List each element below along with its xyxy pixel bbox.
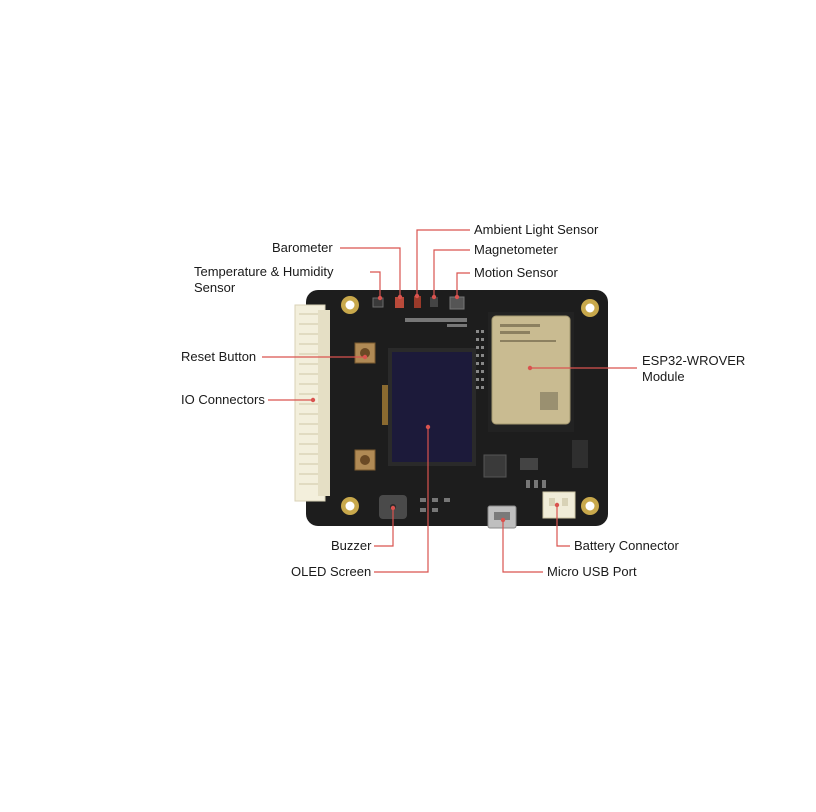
label-micro-usb-port: Micro USB Port bbox=[547, 564, 637, 579]
label-esp32-wrover: ESP32-WROVER Module bbox=[642, 353, 745, 385]
esp-header-pin bbox=[481, 346, 484, 349]
esp-header-pin bbox=[476, 370, 479, 373]
label-reset-button: Reset Button bbox=[181, 349, 257, 364]
label-io-connectors: IO Connectors bbox=[181, 392, 265, 407]
leader-motion bbox=[456, 272, 470, 297]
label-esp32-line1: ESP32-WROVER bbox=[642, 353, 746, 368]
esp-header-pin bbox=[476, 362, 479, 365]
esp-header-pin bbox=[476, 330, 479, 333]
esp-header-pin bbox=[481, 354, 484, 357]
label-buzzer: Buzzer bbox=[331, 538, 372, 553]
leader-oled bbox=[374, 427, 429, 573]
label-ambient-light-sensor: Ambient Light Sensor bbox=[474, 222, 599, 237]
esp-header-pin bbox=[481, 386, 484, 389]
leader-barometer bbox=[340, 247, 401, 297]
esp-header-pin bbox=[476, 338, 479, 341]
mounting-holes bbox=[341, 296, 599, 515]
esp-header-pin bbox=[481, 370, 484, 373]
leader-usb bbox=[502, 520, 543, 573]
label-temperature-humidity: Temperature & Humidity Sensor bbox=[194, 264, 333, 296]
magnetometer-chip bbox=[430, 297, 438, 307]
leader-lines bbox=[262, 229, 637, 573]
leader-magnetometer bbox=[433, 249, 470, 297]
chip-square bbox=[483, 454, 507, 478]
leader-dots bbox=[310, 293, 560, 523]
leader-ambient-light bbox=[416, 229, 470, 296]
leader-temperature bbox=[370, 271, 381, 298]
label-magnetometer: Magnetometer bbox=[474, 242, 558, 257]
leader-buzzer bbox=[374, 508, 394, 547]
chip-small bbox=[520, 458, 538, 470]
io-connector-strip bbox=[294, 304, 330, 502]
reset-button-bottom bbox=[354, 449, 376, 471]
esp-header-pin bbox=[481, 362, 484, 365]
ambient-light-chip bbox=[414, 296, 421, 308]
label-motion-sensor: Motion Sensor bbox=[474, 265, 558, 280]
oled-screen bbox=[392, 352, 472, 462]
esp-header-pin bbox=[481, 378, 484, 381]
esp-header-pin bbox=[481, 338, 484, 341]
label-temperature-humidity-line2: Sensor bbox=[194, 280, 236, 295]
label-temperature-humidity-line1: Temperature & Humidity bbox=[194, 264, 334, 279]
esp-header-pin bbox=[476, 354, 479, 357]
esp-header-pin bbox=[481, 330, 484, 333]
label-battery-connector: Battery Connector bbox=[574, 538, 679, 553]
leader-battery bbox=[556, 505, 570, 547]
esp-header-pin bbox=[476, 378, 479, 381]
label-oled-screen: OLED Screen bbox=[291, 564, 372, 579]
label-esp32-line2: Module bbox=[642, 369, 685, 384]
esp-header-pin bbox=[476, 346, 479, 349]
esp-header-pin bbox=[476, 386, 479, 389]
reset-button-top bbox=[354, 342, 376, 364]
barometer-chip bbox=[395, 297, 404, 308]
label-barometer: Barometer bbox=[272, 240, 333, 255]
